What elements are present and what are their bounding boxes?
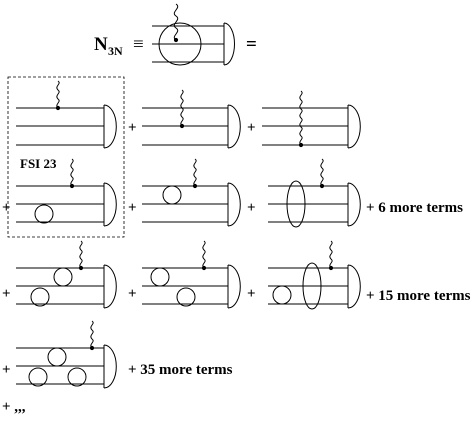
double-fsi-diagram-3: [268, 240, 361, 310]
fsi-23-label: FSI 23: [20, 156, 57, 171]
more-terms-6: + 6 more terms: [366, 200, 463, 216]
n3n-vertex-diagram: [152, 3, 235, 66]
n-symbol: N: [94, 34, 108, 55]
plus-r3-b: +: [247, 286, 256, 302]
impulse-diagram-1: [16, 80, 117, 149]
impulse-diagram-3: [262, 90, 361, 149]
fsi-diagram-1: [16, 158, 117, 227]
more-terms-35: + 35 more terms: [128, 362, 233, 378]
more-terms-15: + 15 more terms: [366, 288, 471, 304]
double-fsi-diagram-2: [142, 240, 241, 309]
n-subscript: 3N: [108, 44, 123, 58]
equals-sign: =: [246, 34, 257, 55]
plus-r2-b: +: [247, 200, 256, 216]
plus-r1-a: +: [128, 120, 137, 136]
fsi-diagram-3: [268, 158, 361, 228]
double-fsi-diagram-1: [16, 240, 117, 309]
triple-fsi-diagram: [16, 320, 117, 389]
equiv-sign: ≡: [133, 34, 144, 55]
plus-r2-lead: +: [2, 200, 11, 216]
impulse-diagram-2: [142, 89, 241, 149]
plus-r4-lead: +: [2, 362, 11, 378]
fsi-highlight-box: [7, 76, 125, 238]
fsi-diagram-2: [142, 158, 241, 227]
plus-r1-b: +: [247, 120, 256, 136]
plus-dots: + ,,,: [2, 399, 26, 415]
plus-r3-lead: +: [2, 286, 11, 302]
title-equation: N 3N ≡ =: [94, 3, 257, 66]
plus-r3-a: +: [128, 286, 137, 302]
plus-r2-a: +: [128, 200, 137, 216]
